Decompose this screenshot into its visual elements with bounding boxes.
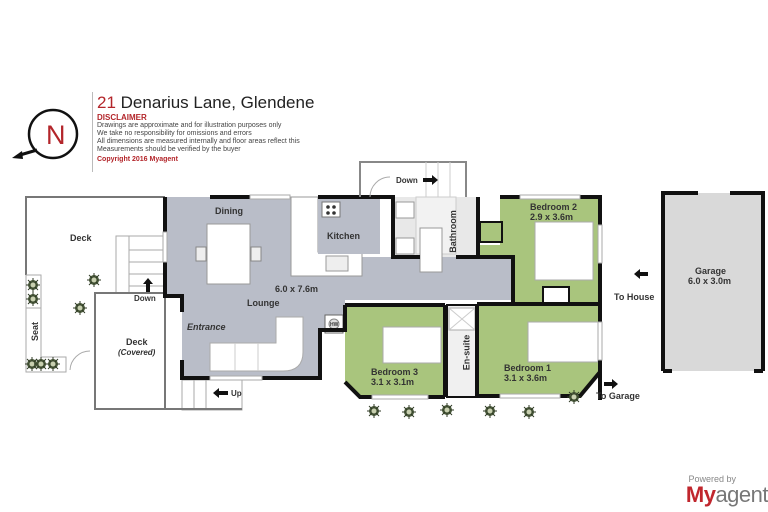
title-block: 21 Denarius Lane, Glendene DISCLAIMER Dr… (97, 93, 337, 164)
label-ensuite: En-suite (461, 334, 472, 371)
label-bedroom-2: Bedroom 2 (530, 202, 578, 212)
living-area (165, 197, 513, 378)
windows (162, 194, 603, 400)
label-kitchen: Kitchen (327, 231, 361, 241)
label-up: Up (231, 389, 242, 398)
label-bathroom: Bathroom (447, 210, 458, 253)
label-down-top: Down (396, 176, 418, 185)
arrow-up-left-icon (213, 388, 228, 398)
arrow-down-top-icon (423, 175, 438, 185)
arrow-up-deck-icon (143, 278, 153, 292)
label-bedroom-2-size: 2.9 x 3.6m (530, 212, 574, 222)
label-bedroom-1-size: 3.1 x 3.6m (504, 373, 548, 383)
label-living-size: 6.0 x 7.6m (275, 284, 319, 294)
label-bedroom-3: Bedroom 3 (371, 367, 419, 377)
powered-by: Powered by (688, 474, 736, 484)
garage (663, 193, 763, 371)
label-to-garage: To Garage (596, 391, 640, 401)
label-deck-covered-sub: (Covered) (118, 348, 156, 357)
label-bedroom-1: Bedroom 1 (504, 363, 552, 373)
property-address: 21 Denarius Lane, Glendene (97, 93, 315, 112)
up-stairs (95, 379, 243, 411)
label-deck: Deck (70, 233, 92, 243)
north-compass-icon (12, 108, 79, 160)
walls (163, 195, 602, 400)
label-to-house: To House (614, 292, 655, 302)
brand-logo: Myagent (685, 482, 768, 507)
disclaimer-line: Drawings are approximate and for illustr… (97, 122, 282, 129)
disclaimer-line: All dimensions are measured internally a… (97, 138, 300, 145)
label-bedroom-3-size: 3.1 x 3.1m (371, 377, 415, 387)
label-garage-size: 6.0 x 3.0m (688, 276, 732, 286)
disclaimer-line: We take no responsibility for omissions … (97, 130, 252, 137)
label-garage: Garage (695, 266, 727, 276)
label-down-deck: Down (134, 294, 156, 303)
label-entrance: Entrance (187, 322, 226, 332)
arrow-to-house-icon (634, 269, 648, 279)
disclaimer-title: DISCLAIMER (97, 113, 147, 122)
label-seat: Seat (30, 321, 41, 342)
copyright: Copyright 2016 Myagent (97, 156, 178, 163)
label-hw: HW (330, 322, 339, 328)
title-divider (92, 92, 93, 172)
compass-letter: N (46, 120, 66, 150)
covered-deck (94, 292, 166, 410)
arrow-to-garage-icon (604, 379, 618, 389)
label-deck-covered: Deck (126, 337, 148, 347)
label-lounge: Lounge (247, 298, 280, 308)
label-dining: Dining (215, 206, 243, 216)
disclaimer-line: Measurements should be verified by the b… (97, 146, 241, 153)
